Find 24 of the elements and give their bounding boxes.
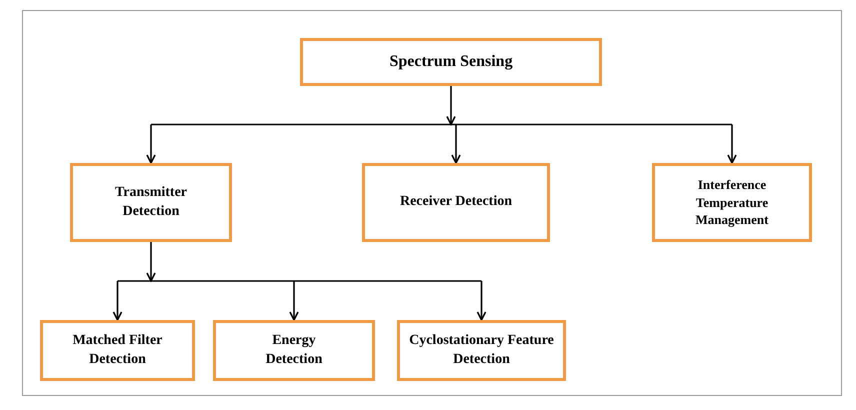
- box-label: Interference Temperature Management: [694, 176, 770, 229]
- arrow: [727, 124, 737, 164]
- box-label: Transmitter Detection: [114, 184, 188, 220]
- box-label: Cyclostationary Feature Detection: [408, 332, 555, 368]
- process-box: [40, 320, 195, 381]
- arrow: [289, 281, 299, 321]
- arrow: [146, 242, 156, 282]
- connector-line: [151, 124, 732, 126]
- box-label: Energy Detection: [264, 332, 324, 368]
- connector-line: [118, 280, 482, 282]
- process-box: [397, 320, 566, 381]
- process-box: [362, 163, 550, 242]
- arrow: [146, 124, 156, 164]
- arrow: [451, 124, 461, 164]
- arrow: [446, 86, 456, 126]
- arrow: [476, 281, 486, 321]
- box-label: Spectrum Sensing: [389, 52, 513, 72]
- box-label: Receiver Detection: [400, 193, 512, 212]
- process-box: [652, 163, 812, 242]
- arrow: [112, 281, 122, 321]
- process-box: [300, 38, 602, 86]
- process-box: [213, 320, 375, 381]
- box-label: Matched Filter Detection: [72, 332, 164, 368]
- process-box: [70, 163, 232, 242]
